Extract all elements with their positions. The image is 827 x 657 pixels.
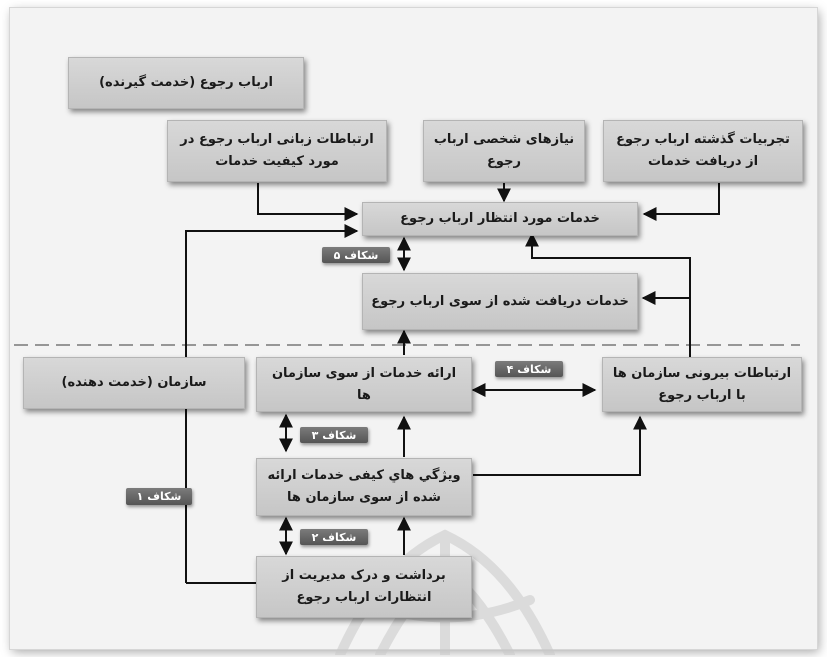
- arrow-external-to-perceived: [641, 291, 691, 357]
- gap4-label: شکاف ۴: [506, 362, 552, 376]
- service-quality-specs-label: ویژگي هاي كيفی خدمات ارائه شده از سوی سا…: [267, 468, 461, 505]
- expected-service-box: خدمات مورد انتظار ارباب رجوع: [362, 202, 638, 236]
- external-communication-box: ارتباطات بیرونی سازمان ها با ارباب رجوع: [602, 357, 802, 412]
- gap1-badge: شکاف ۱: [126, 488, 192, 505]
- service-delivery-box: ارائه خدمات از سوی سازمان ها: [256, 357, 472, 412]
- customers-title-label: ارباب رجوع (خدمت گیرنده): [99, 75, 273, 90]
- past-experience-label: تجربیات گذشته ارباب رجوع از دریافت خدمات: [616, 132, 790, 169]
- management-perception-box: برداشت و درک مدیریت از انتظارات ارباب رج…: [256, 556, 472, 618]
- perceived-service-box: خدمات دریافت شده از سوی ارباب رجوع: [362, 273, 638, 330]
- organization-title-label: سازمان (خدمت دهنده): [61, 375, 207, 390]
- gap5-badge: شکاف ۵: [322, 247, 390, 263]
- expected-service-label: خدمات مورد انتظار ارباب رجوع: [400, 211, 600, 226]
- gap3-label: شکاف ۳: [311, 428, 357, 442]
- service-delivery-label: ارائه خدمات از سوی سازمان ها: [271, 365, 457, 403]
- past-experience-box: تجربیات گذشته ارباب رجوع از دریافت خدمات: [603, 120, 803, 182]
- gap1-label: شکاف ۱: [136, 490, 182, 503]
- gap5-label: شکاف ۵: [333, 248, 379, 262]
- personal-needs-box: نیازهای شخصی ارباب رجوع: [423, 120, 585, 182]
- external-communication-label: ارتباطات بیرونی سازمان ها با ارباب رجوع: [612, 365, 792, 403]
- arrow-specs-to-external: [473, 415, 647, 476]
- arrow-past-to-expected: [642, 183, 720, 221]
- organization-title-box: سازمان (خدمت دهنده): [23, 357, 245, 409]
- customers-title-box: ارباب رجوع (خدمت گیرنده): [68, 57, 304, 109]
- management-perception-label: برداشت و درک مدیریت از انتظارات ارباب رج…: [282, 568, 446, 605]
- arrow-verbal-to-expected: [257, 183, 359, 221]
- gap2-label: شکاف ۲: [311, 530, 357, 544]
- verbal-communication-box: ارتباطات زبانی ارباب رجوع در مورد کیفیت …: [167, 120, 387, 182]
- gap4-badge: شکاف ۴: [495, 361, 563, 377]
- service-quality-specs-box: ویژگي هاي كيفی خدمات ارائه شده از سوی سا…: [256, 458, 472, 516]
- perceived-service-label: خدمات دریافت شده از سوی ارباب رجوع: [371, 293, 629, 309]
- arrow-org-to-expected: [185, 224, 359, 583]
- personal-needs-label: نیازهای شخصی ارباب رجوع: [433, 132, 575, 169]
- verbal-communication-label: ارتباطات زبانی ارباب رجوع در مورد کیفیت …: [180, 132, 374, 169]
- gap3-badge: شکاف ۳: [300, 427, 368, 443]
- gap2-badge: شکاف ۲: [300, 529, 368, 545]
